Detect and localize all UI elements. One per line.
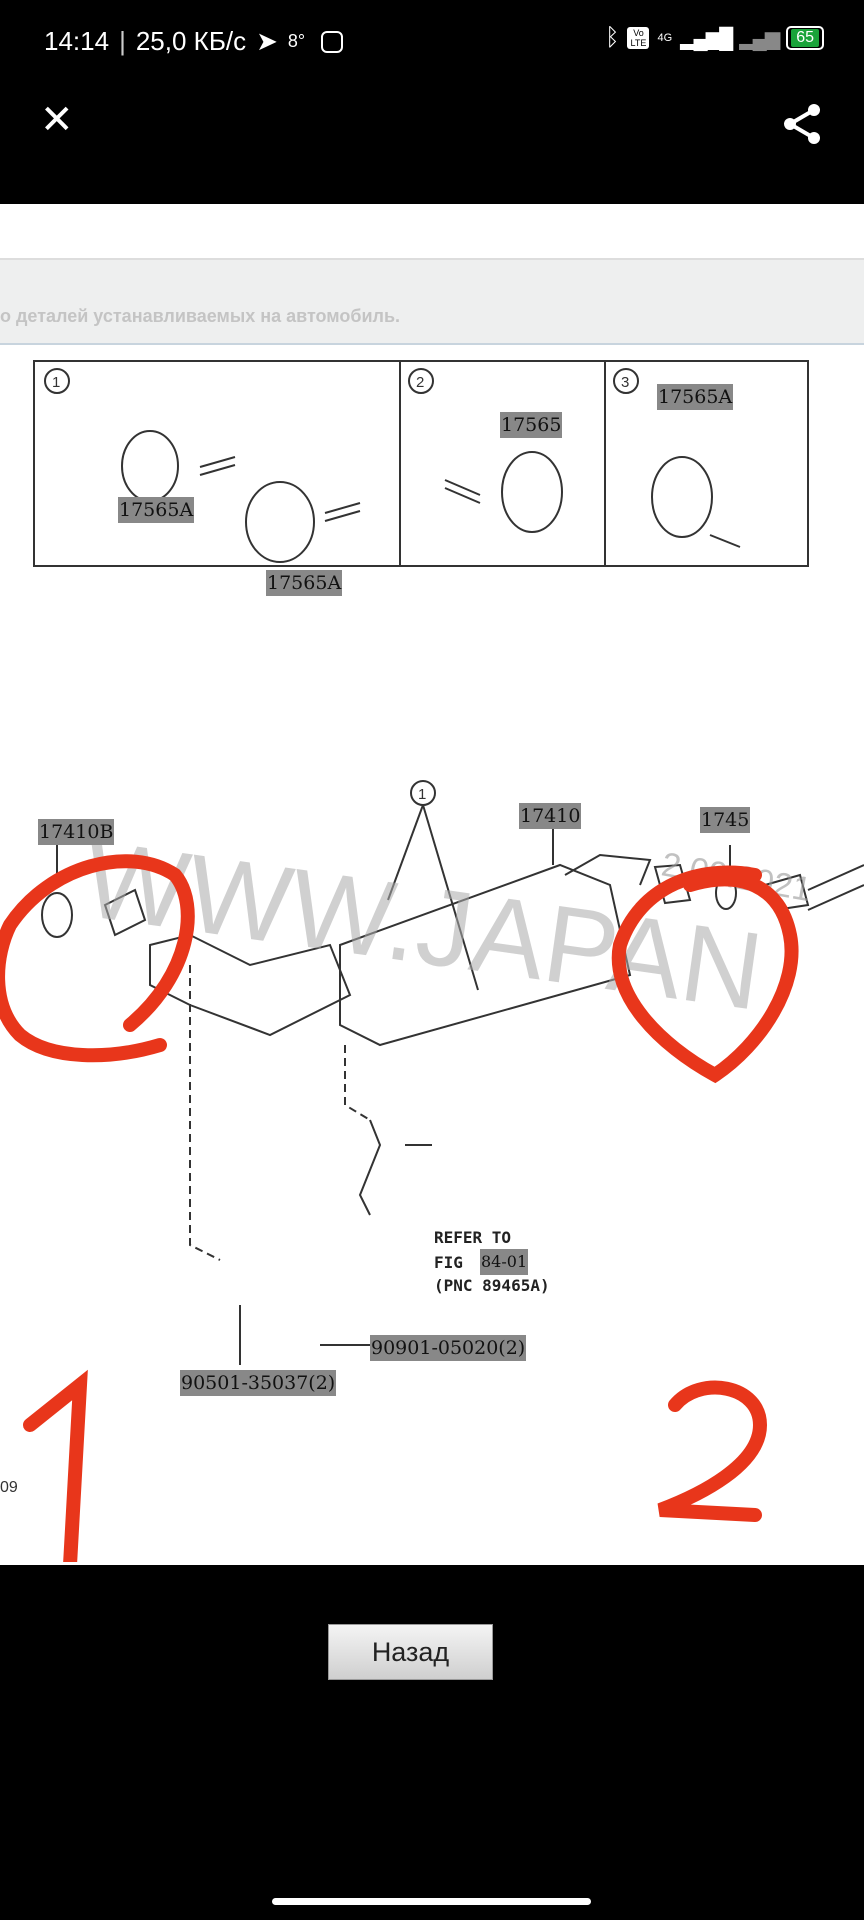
web-page: о деталей устанавливаемых на автомобиль.… xyxy=(0,204,864,1562)
inset-label[interactable]: 17565A xyxy=(266,570,343,596)
red-number-1 xyxy=(23,1369,88,1562)
panel2-number: 2 xyxy=(416,374,424,391)
fig-link[interactable]: 84-01 xyxy=(480,1249,529,1275)
banner-text: о деталей устанавливаемых на автомобиль. xyxy=(0,306,401,326)
label-spring[interactable]: 90501-35037(2) xyxy=(180,1370,337,1396)
red-annotations xyxy=(0,854,799,1562)
close-icon[interactable]: ✕ xyxy=(40,98,74,142)
volte-badge: Vo LTE xyxy=(627,27,650,49)
temperature: 8° xyxy=(287,31,306,51)
share-icon[interactable] xyxy=(780,102,824,146)
signal-icon: ▂▄▆█ xyxy=(680,27,733,50)
bluetooth-icon: ᛒ xyxy=(605,24,620,51)
inset-label[interactable]: 17565A xyxy=(657,384,734,410)
battery-icon: 65 xyxy=(786,26,824,50)
label-1745[interactable]: 1745 xyxy=(700,807,751,833)
battery-level: 65 xyxy=(791,29,819,47)
red-circle-left xyxy=(0,854,195,1063)
label-bolt[interactable]: 90901-05020(2) xyxy=(370,1335,527,1361)
back-button[interactable]: Назад xyxy=(328,1624,493,1680)
divider xyxy=(0,1562,864,1565)
panel1-number: 1 xyxy=(52,374,60,391)
instagram-icon xyxy=(321,30,344,53)
label-17410[interactable]: 17410 xyxy=(519,803,582,829)
telegram-icon: ➤ xyxy=(256,26,278,56)
red-circle-right xyxy=(611,865,799,1084)
info-banner: о деталей устанавливаемых на автомобиль. xyxy=(0,258,864,345)
home-indicator[interactable] xyxy=(272,1898,591,1905)
label-17410b[interactable]: 17410B xyxy=(38,819,115,845)
inset-label[interactable]: 17565 xyxy=(500,412,563,438)
parts-diagram: WWW.JAPAN 2 09.2021 1 2 3 1 17565A 17565… xyxy=(0,345,864,1562)
status-bar: 14:14| 25,0 КБ/с ➤ 8° ᛒ Vo LTE 4G ▂▄▆█ ▂… xyxy=(0,0,864,90)
network-speed: 25,0 КБ/с xyxy=(135,26,247,56)
inset-box xyxy=(33,360,809,567)
red-number-2 xyxy=(657,1380,768,1522)
refer-fig: FIG xyxy=(434,1253,463,1272)
refer-text: REFER TO xyxy=(434,1228,512,1247)
diagram-drawing: WWW.JAPAN 2 09.2021 1 2 3 1 xyxy=(0,360,864,1562)
signal-icon-2: ▂▄▆ xyxy=(739,27,780,50)
clock: 14:14 xyxy=(44,26,110,56)
inset-label[interactable]: 17565A xyxy=(118,497,195,523)
callout-number: 1 xyxy=(418,786,426,803)
diagram-code: 09 xyxy=(0,1479,18,1496)
network-type: 4G xyxy=(657,32,673,44)
panel3-number: 3 xyxy=(621,374,629,391)
refer-pnc: (PNC 89465A) xyxy=(434,1276,550,1295)
